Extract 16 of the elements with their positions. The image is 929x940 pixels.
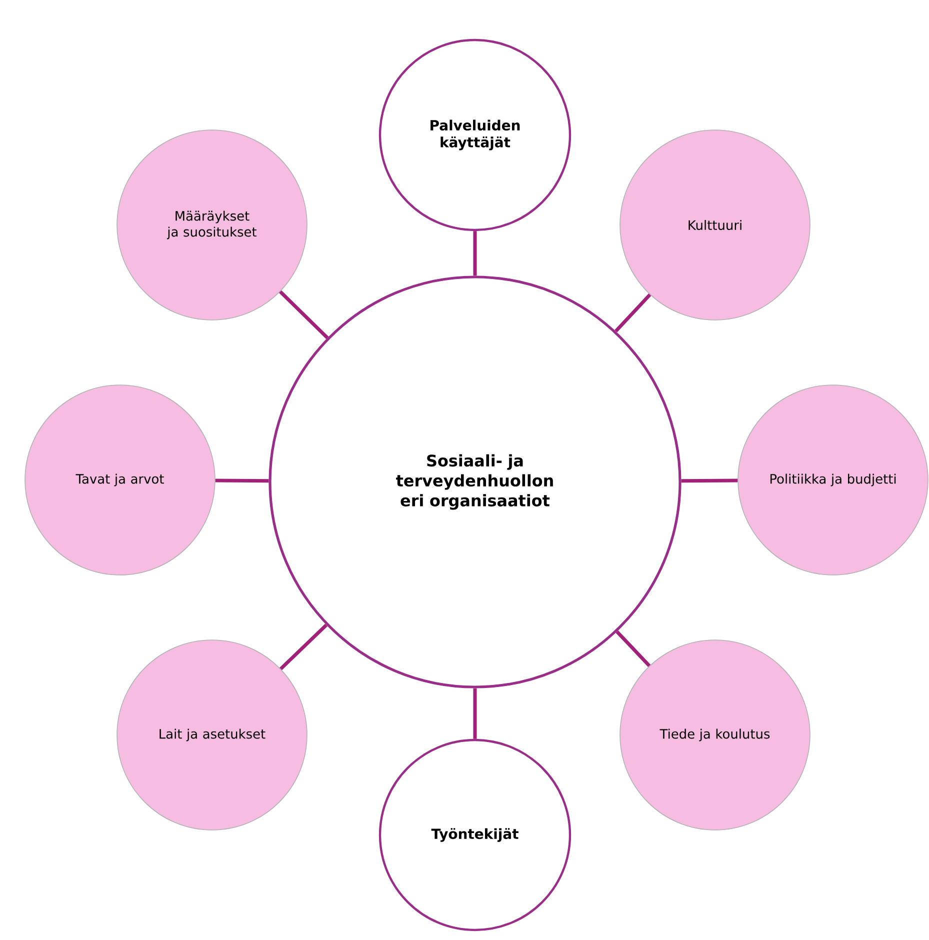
- circle-node: Lait ja asetukset: [116, 640, 308, 830]
- connector-line: [473, 231, 477, 276]
- circle-node: Määräykset ja suositukset: [116, 130, 308, 320]
- circle-node: Tiede ja koulutus: [620, 640, 810, 830]
- circle-node: Politiikka ja budjetti: [738, 384, 928, 576]
- connector-line: [614, 294, 652, 332]
- connector-line: [473, 688, 477, 739]
- circle-node: Palveluiden käyttäjät: [378, 38, 572, 232]
- connector-line: [279, 290, 329, 340]
- connector-line: [681, 478, 738, 483]
- connector-line: [215, 478, 269, 483]
- connector-line: [280, 624, 328, 670]
- circle-node: Tavat ja arvot: [24, 384, 216, 576]
- circle-node: Työntekijät: [378, 738, 572, 932]
- circle-node: Kulttuuri: [620, 130, 810, 320]
- connector-line: [616, 630, 651, 667]
